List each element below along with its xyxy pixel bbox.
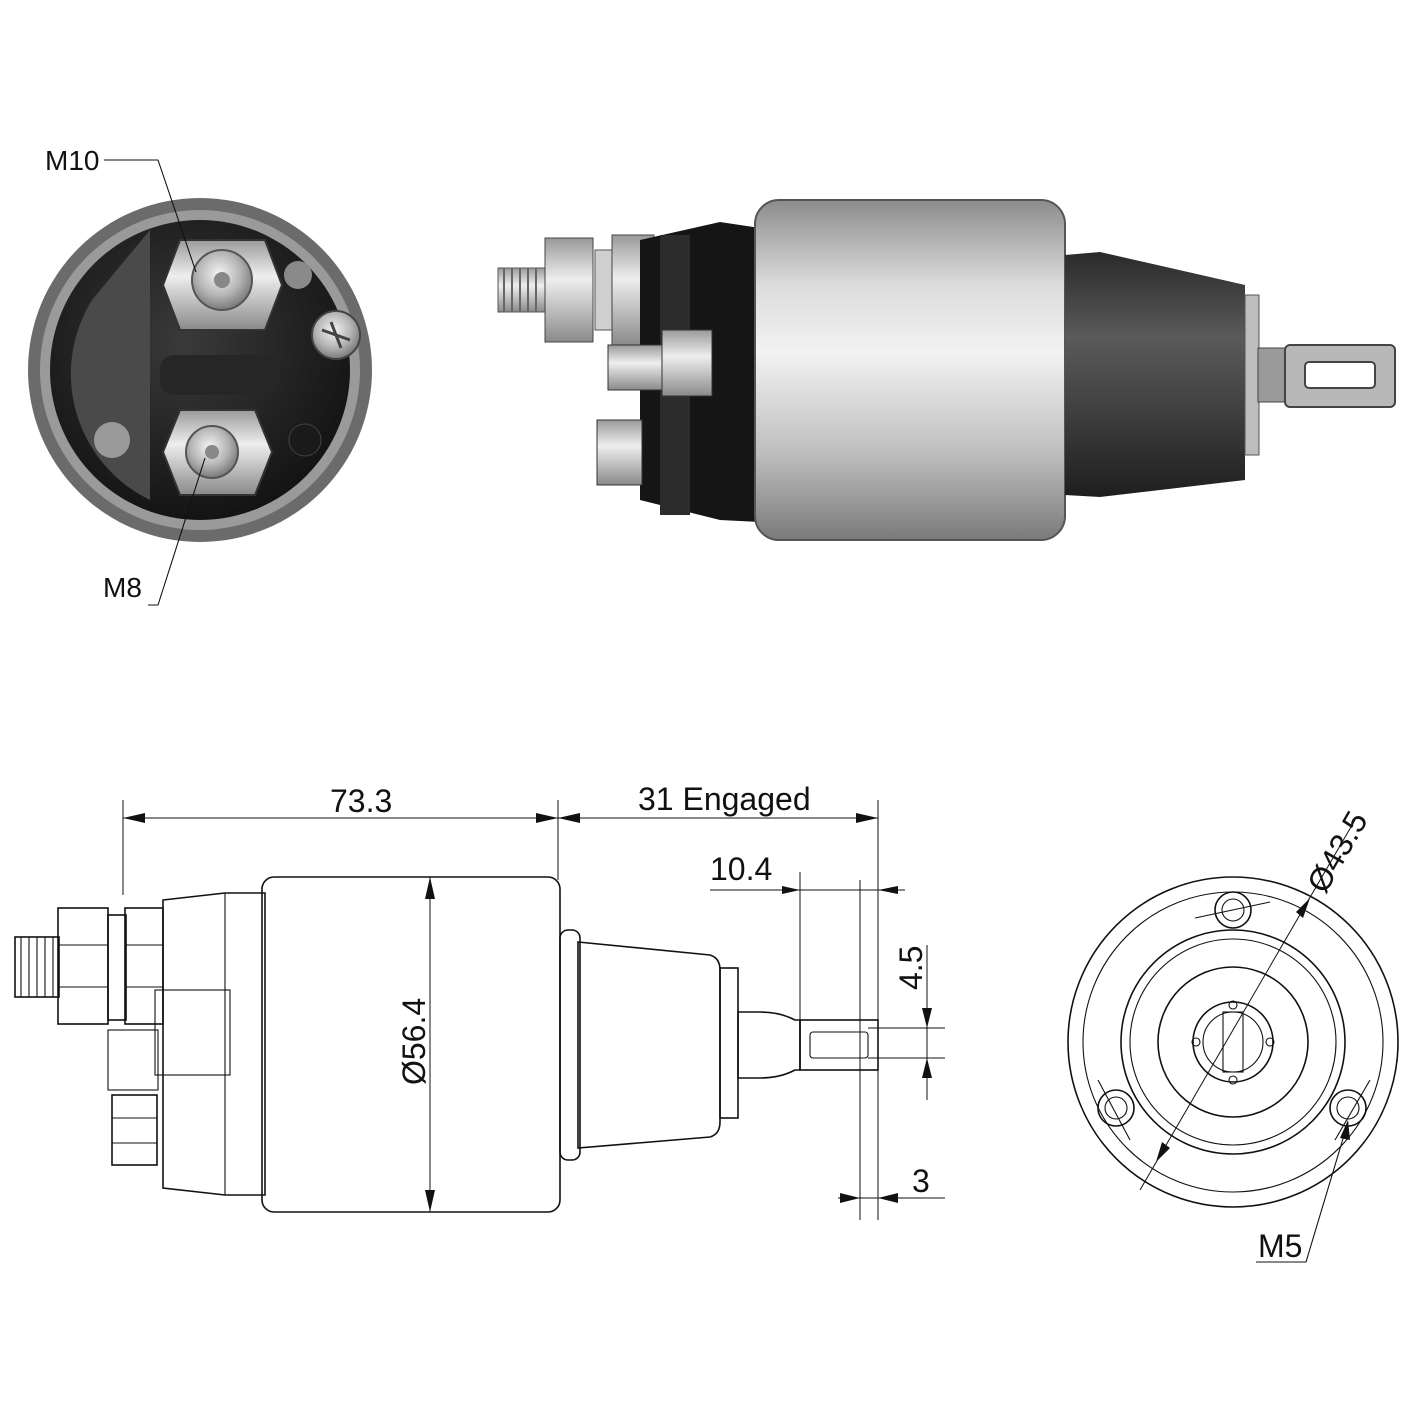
m8-leader bbox=[148, 457, 206, 606]
m8-label: M8 bbox=[103, 572, 142, 603]
end-view-photo: M10 M8 bbox=[28, 145, 372, 606]
m8-terminal bbox=[161, 409, 274, 496]
front-view-drawing: Ø43.5 M5 bbox=[1067, 805, 1399, 1264]
front-outer-circle bbox=[1067, 876, 1399, 1208]
side-elevation-drawing: 73.3 31 Engaged Ø bbox=[14, 781, 945, 1220]
mounting-hole-left bbox=[1097, 1089, 1135, 1127]
body-diameter-label: Ø56.4 bbox=[396, 998, 432, 1085]
solenoid-can bbox=[754, 199, 1066, 541]
mounting-hole-top bbox=[1214, 891, 1252, 929]
length-dimension-label: 73.3 bbox=[330, 783, 392, 819]
rubber-boot bbox=[1065, 252, 1245, 497]
m5-label: M5 bbox=[1258, 1228, 1302, 1264]
tab-offset-label: 10.4 bbox=[710, 851, 772, 887]
bolt-circle-diameter-label: Ø43.5 bbox=[1300, 805, 1375, 898]
hex-nut-outer bbox=[544, 237, 594, 343]
drawing-terminal-cap bbox=[162, 892, 266, 1196]
m10-leader bbox=[104, 159, 197, 273]
drawing-hex-nut bbox=[57, 907, 109, 1025]
small-terminal-screw bbox=[311, 310, 361, 360]
slot-width-label: 4.5 bbox=[893, 946, 929, 990]
m10-label: M10 bbox=[45, 145, 99, 176]
terminal-bridge bbox=[160, 355, 280, 395]
m10-terminal bbox=[161, 239, 284, 331]
side-view-photo bbox=[497, 199, 1396, 541]
threaded-stud bbox=[497, 267, 549, 313]
drawing-boot bbox=[577, 941, 721, 1149]
tab-thickness-label: 3 bbox=[912, 1163, 930, 1199]
bolt-circle-diameter-line bbox=[1139, 819, 1356, 1191]
m5-leader bbox=[1256, 1121, 1349, 1263]
drawing-plunger-tab bbox=[799, 1019, 879, 1071]
engaged-dimension-label: 31 Engaged bbox=[638, 781, 811, 817]
